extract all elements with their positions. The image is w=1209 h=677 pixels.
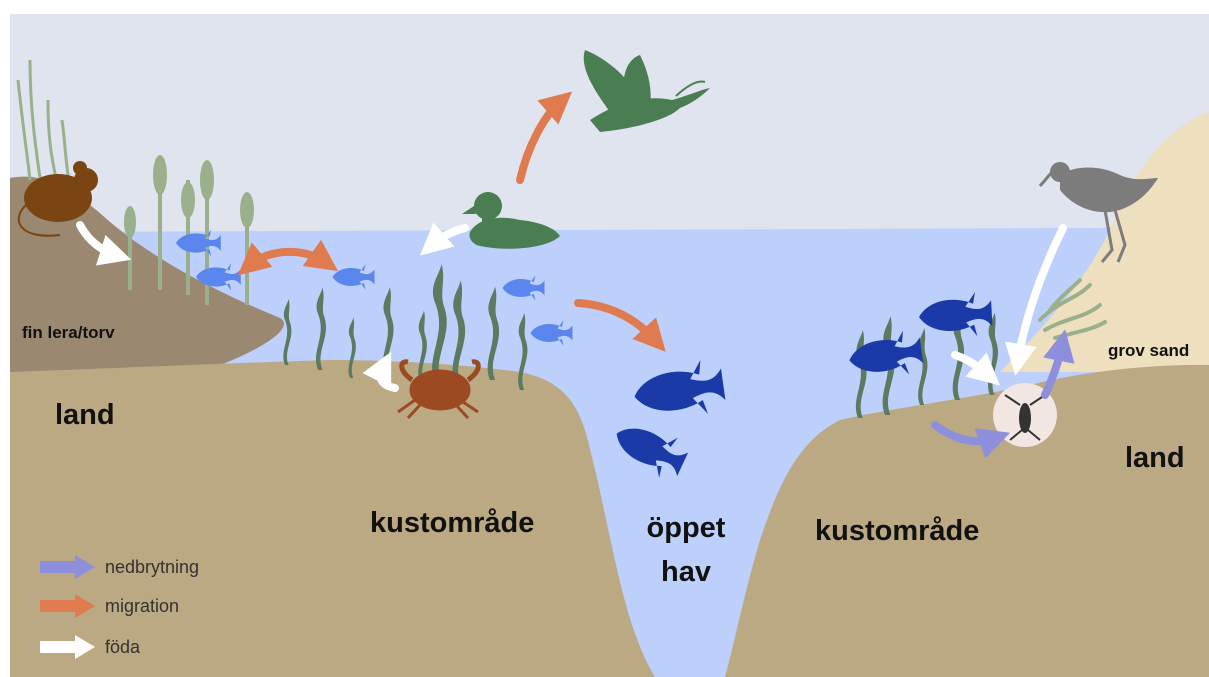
label-kust-right: kustområde [815, 515, 979, 547]
legend-label: migration [105, 596, 179, 616]
label-open-sea-1: öppet [647, 512, 726, 544]
label-land-right: land [1125, 442, 1185, 474]
label-grov-sand: grov sand [1108, 341, 1189, 360]
label-fin-lera: fin lera/torv [22, 323, 115, 342]
label-open-sea-2: hav [661, 556, 711, 588]
legend-label: nedbrytning [105, 557, 199, 577]
legend-label: föda [105, 637, 141, 657]
label-kust-left: kustområde [370, 507, 534, 539]
label-land-left: land [55, 399, 115, 431]
